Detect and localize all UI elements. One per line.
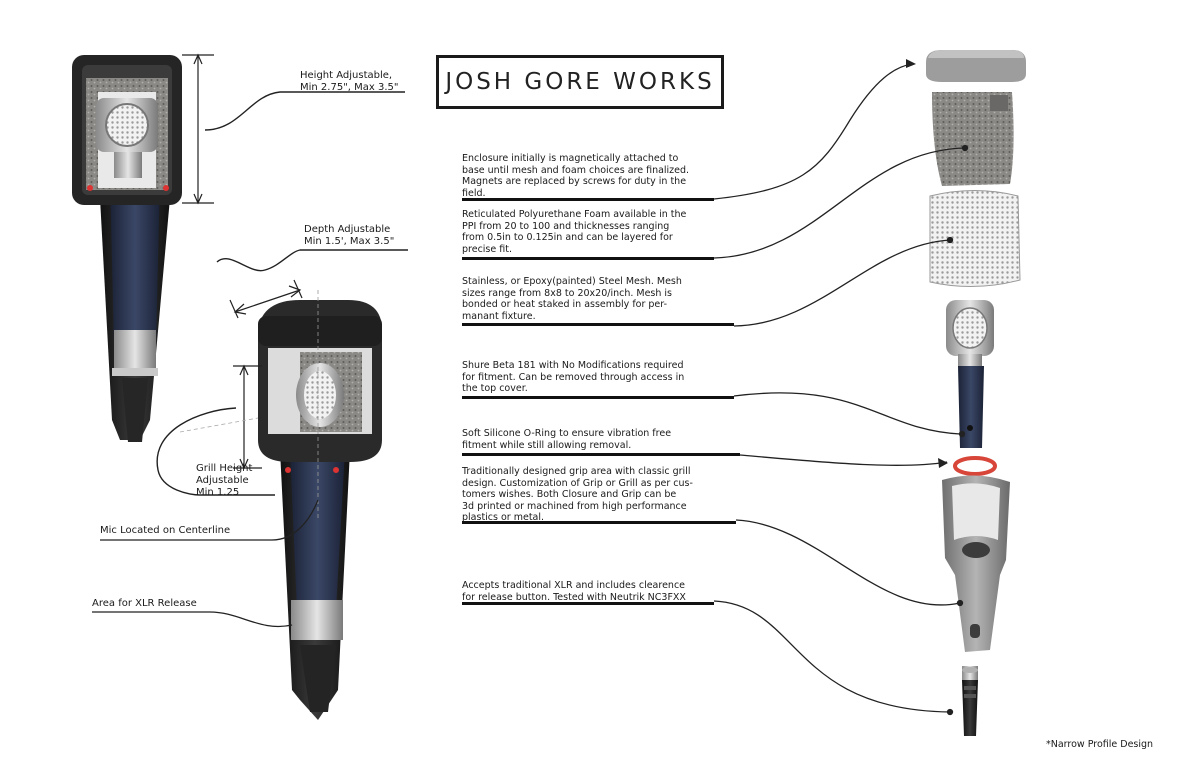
mic1-capsule-grille [105, 103, 149, 147]
centerline-label: Mic Located on Centerline [100, 525, 231, 536]
title-box: JOSH GORE WORKS [436, 55, 724, 109]
mic1-xlr-collar [114, 330, 156, 370]
height-label-line1: Height Adjustable, [300, 70, 393, 81]
depth-dimension [216, 249, 408, 319]
mic1-xlr-ring [112, 368, 158, 376]
centerline-leader [100, 499, 319, 541]
mic2-connector [300, 645, 336, 712]
depth-label-line1: Depth Adjustable [304, 224, 391, 235]
note-divider [462, 521, 736, 524]
note-divider [462, 257, 714, 260]
xlr-release-label: Area for XLR Release [92, 598, 197, 609]
note-oring: Soft Silicone O-Ring to ensure vibration… [462, 428, 672, 451]
xlr-release-leader [92, 611, 293, 627]
note-divider [462, 198, 714, 201]
mic-section-view [72, 55, 182, 442]
note-divider [462, 396, 734, 399]
mic2-xlr-collar [291, 600, 343, 640]
mesh-cage [929, 190, 1021, 287]
o-ring [953, 456, 997, 476]
mic1-connector [122, 378, 148, 442]
exploded-view [926, 50, 1026, 736]
note-divider [462, 323, 734, 326]
xlr-connector [962, 666, 978, 736]
note-xlr: Accepts traditional XLR and includes cle… [462, 580, 686, 603]
mic1-body [110, 176, 160, 345]
depth-label-line2: Min 1.5', Max 3.5" [304, 236, 395, 247]
mic-cutaway-view [258, 290, 382, 720]
note-mic: Shure Beta 181 with No Modifications req… [462, 360, 685, 394]
exploded-mic [946, 300, 994, 448]
note-divider [462, 602, 714, 605]
mic2-capsule-grille [304, 371, 336, 419]
grill-height-dimension [156, 364, 275, 496]
height-label-line2: Min 2.75", Max 3.5" [300, 82, 399, 93]
exploded-leaders [713, 59, 969, 716]
note-divider [462, 453, 740, 456]
grill-label-line3: Min 1.25 [196, 487, 240, 498]
mic1-neck [114, 152, 142, 178]
grill-label-line2: Adjustable [196, 475, 249, 486]
footnote: *Narrow Profile Design [1046, 739, 1154, 750]
grill-label-line1: Grill Height [196, 463, 253, 474]
note-mesh: Stainless, or Epoxy(painted) Steel Mesh.… [462, 276, 682, 322]
mic2-body [290, 450, 345, 610]
foam-block [932, 92, 1014, 186]
page-title: JOSH GORE WORKS [445, 69, 715, 95]
note-grip: Traditionally designed grip area with cl… [462, 466, 693, 523]
note-enclosure: Enclosure initially is magnetically atta… [462, 153, 690, 199]
note-foam: Reticulated Polyurethane Foam available … [462, 209, 687, 255]
height-dimension [182, 53, 405, 205]
